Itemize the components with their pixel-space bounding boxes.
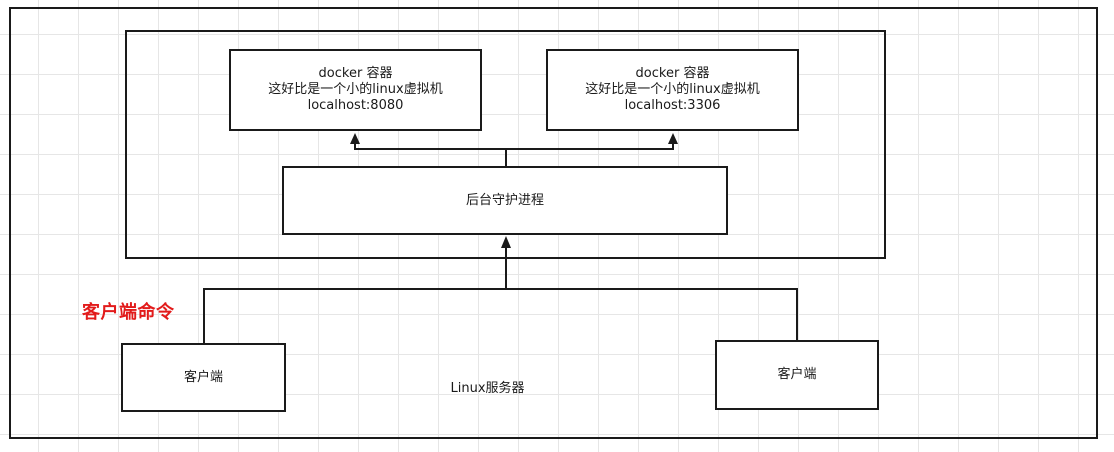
connector-daemon-to-containers bbox=[354, 142, 507, 166]
container-address: localhost:3306 bbox=[624, 98, 721, 113]
container-address: localhost:8080 bbox=[307, 98, 404, 113]
container-description: 这好比是一个小的linux虚拟机 bbox=[585, 82, 760, 97]
arrowhead-up-icon bbox=[501, 236, 511, 248]
arrowhead-up-icon bbox=[350, 133, 360, 144]
linux-server-label: Linux服务器 bbox=[450, 381, 525, 396]
linux-server-box bbox=[9, 7, 1098, 439]
daemon-label: 后台守护进程 bbox=[465, 192, 544, 208]
connector-client-right-to-daemon bbox=[506, 288, 798, 340]
container-description: 这好比是一个小的linux虚拟机 bbox=[268, 82, 443, 97]
container-title: docker 容器 bbox=[318, 66, 393, 81]
connector-client-left-to-daemon bbox=[203, 246, 507, 343]
docker-container-8080[interactable]: docker 容器 这好比是一个小的linux虚拟机 localhost:808… bbox=[229, 49, 482, 131]
client-box-right[interactable]: 客户端 bbox=[715, 340, 879, 410]
daemon-process-box[interactable]: 后台守护进程 bbox=[282, 166, 728, 235]
docker-container-3306[interactable]: docker 容器 这好比是一个小的linux虚拟机 localhost:330… bbox=[546, 49, 799, 131]
container-title: docker 容器 bbox=[635, 66, 710, 81]
arrowhead-up-icon bbox=[668, 133, 678, 144]
client-label: 客户端 bbox=[183, 369, 223, 385]
client-command-label: 客户端命令 bbox=[82, 302, 175, 323]
connector-daemon-to-container-right bbox=[506, 142, 674, 150]
client-label: 客户端 bbox=[777, 367, 817, 382]
client-box-left[interactable]: 客户端 bbox=[121, 343, 286, 412]
